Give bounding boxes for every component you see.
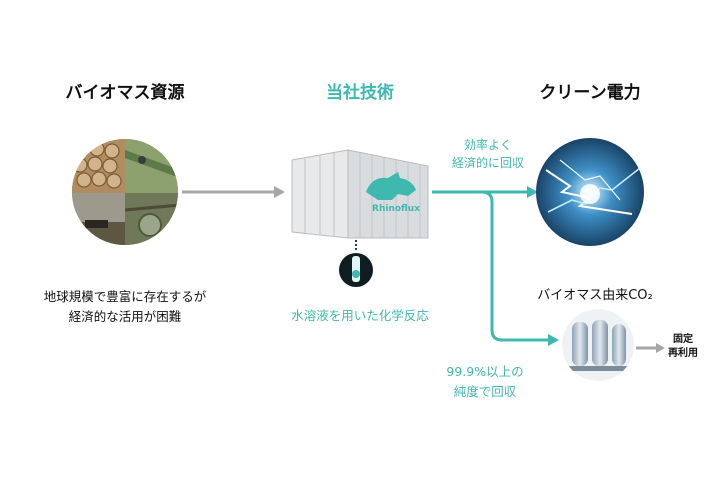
electricity-photo: [536, 138, 644, 246]
caption-recover: 効率よく 経済的に回収: [438, 136, 538, 172]
heading-clean-power: クリーン電力: [539, 83, 641, 103]
caption-biomass-line1: 地球規模で豊富に存在するが: [43, 289, 207, 304]
reaction-inset: [339, 253, 373, 287]
rhino-logo-icon: [366, 172, 416, 200]
caption-purity-line2: 純度で回収: [453, 384, 517, 399]
caption-biomass-line2: 経済的な活用が困難: [68, 309, 182, 324]
heading-biomass: バイオマス資源: [65, 83, 185, 103]
caption-purity-line1: 99.9%以上の: [446, 364, 524, 379]
caption-biomass: 地球規模で豊富に存在するが 経済的な活用が困難: [25, 287, 225, 327]
container-illustration: [291, 149, 429, 239]
biomass-photo: [72, 139, 178, 245]
arrow-biomass-to-tech: [182, 186, 285, 198]
caption-recover-line2: 経済的に回収: [451, 156, 524, 170]
caption-co2: バイオマス由来CO₂: [537, 288, 653, 303]
container-logo-text: Rhinoflux: [372, 204, 420, 214]
teal-flow: [432, 186, 559, 346]
heading-tech: 当社技術: [326, 83, 394, 103]
co2-tanks-photo: [562, 309, 634, 381]
caption-recover-line1: 効率よく: [463, 138, 512, 152]
caption-purity: 99.9%以上の 純度で回収: [430, 362, 540, 402]
arrow-to-reuse: [636, 343, 665, 353]
caption-reuse-line2: 再利用: [668, 348, 698, 359]
caption-reuse: 固定 再利用: [660, 333, 706, 361]
caption-tech: 水溶液を用いた化学反応: [291, 308, 429, 323]
caption-reuse-line1: 固定: [673, 334, 693, 345]
